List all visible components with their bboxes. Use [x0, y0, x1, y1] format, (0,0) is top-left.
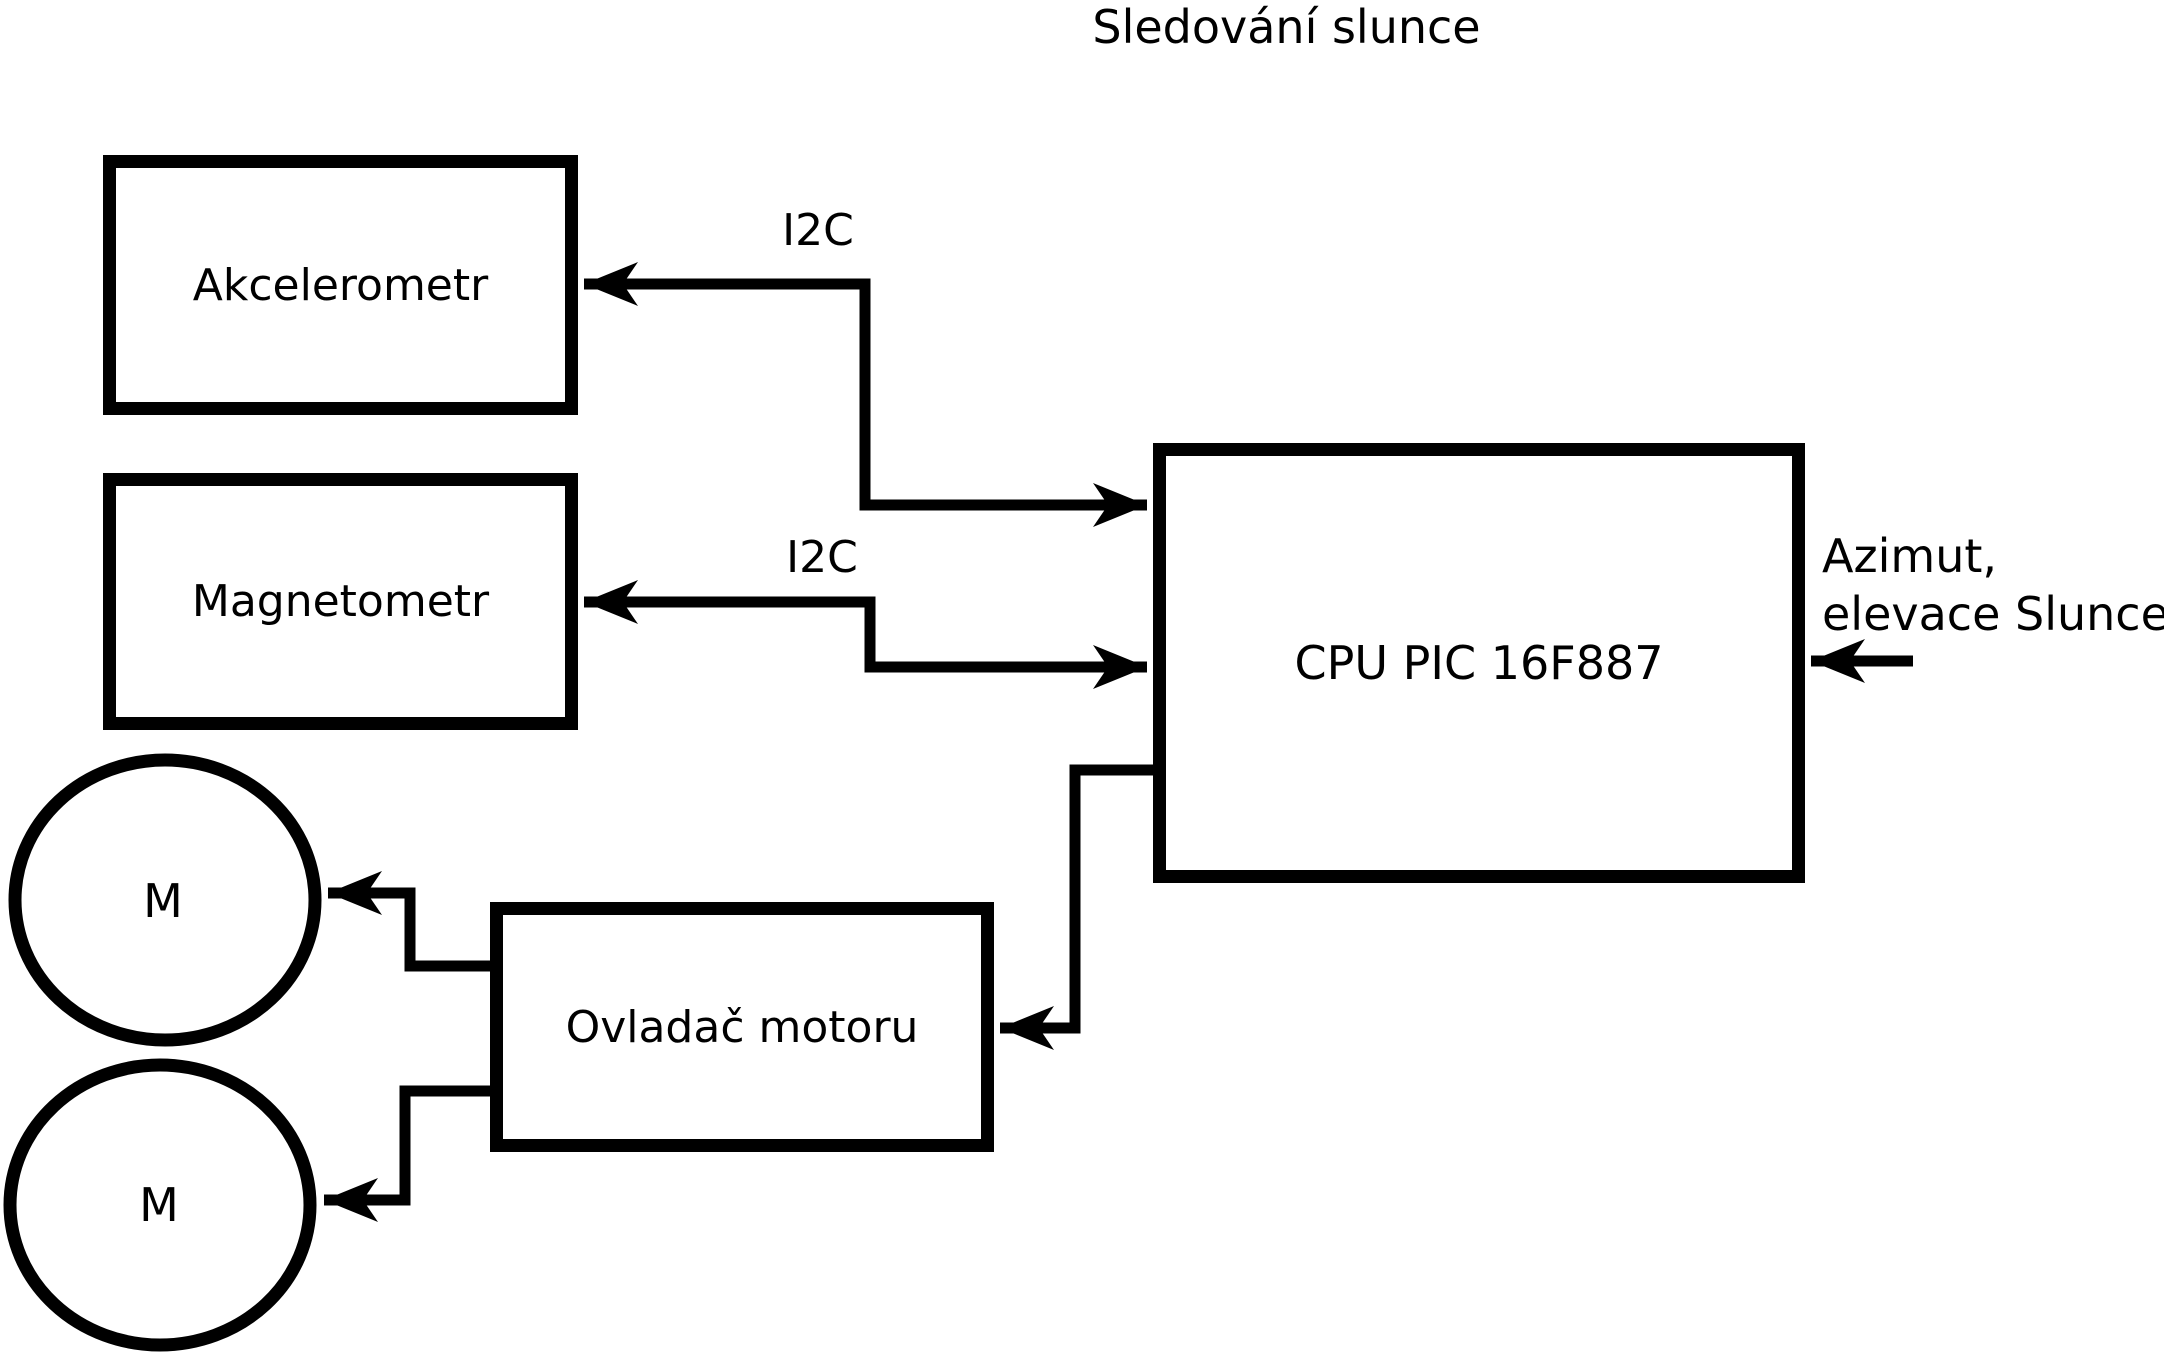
i2c-label-magnetometr: I2C [786, 532, 858, 583]
wire-cpu-to-ovladac [1000, 764, 1153, 1050]
azimut-line1: Azimut, [1822, 529, 1998, 583]
motor2-label: M [139, 1178, 179, 1232]
i2c-label-akcelerometr: I2C [782, 205, 854, 256]
wire-ovladac-to-m2 [324, 1085, 490, 1222]
wire-ovladac-to-m1 [328, 871, 490, 972]
azimut-line2: elevace Slunce [1822, 586, 2164, 641]
motor1-circle [8, 753, 322, 1047]
motor1-label: M [143, 874, 183, 928]
block-magnetometr: Magnetometr [103, 473, 578, 730]
wire-i2c-magnetometr [584, 580, 1147, 689]
block-akcelerometr-label: Akcelerometr [192, 259, 489, 311]
diagram-title: Sledování slunce [1092, 0, 1481, 54]
azimut-annotation: Azimut, elevace Slunce [1822, 528, 2164, 644]
block-magnetometr-label: Magnetometr [191, 576, 490, 627]
wire-i2c-akcelerometr [584, 262, 1147, 527]
block-akcelerometr: Akcelerometr [103, 155, 578, 415]
block-motor-driver-label: Ovladač motoru [565, 1001, 919, 1053]
block-cpu-label: CPU PIC 16F887 [1294, 636, 1664, 690]
block-cpu: CPU PIC 16F887 [1153, 443, 1805, 883]
motor2-circle [3, 1058, 317, 1352]
block-motor-driver: Ovladač motoru [490, 902, 994, 1152]
